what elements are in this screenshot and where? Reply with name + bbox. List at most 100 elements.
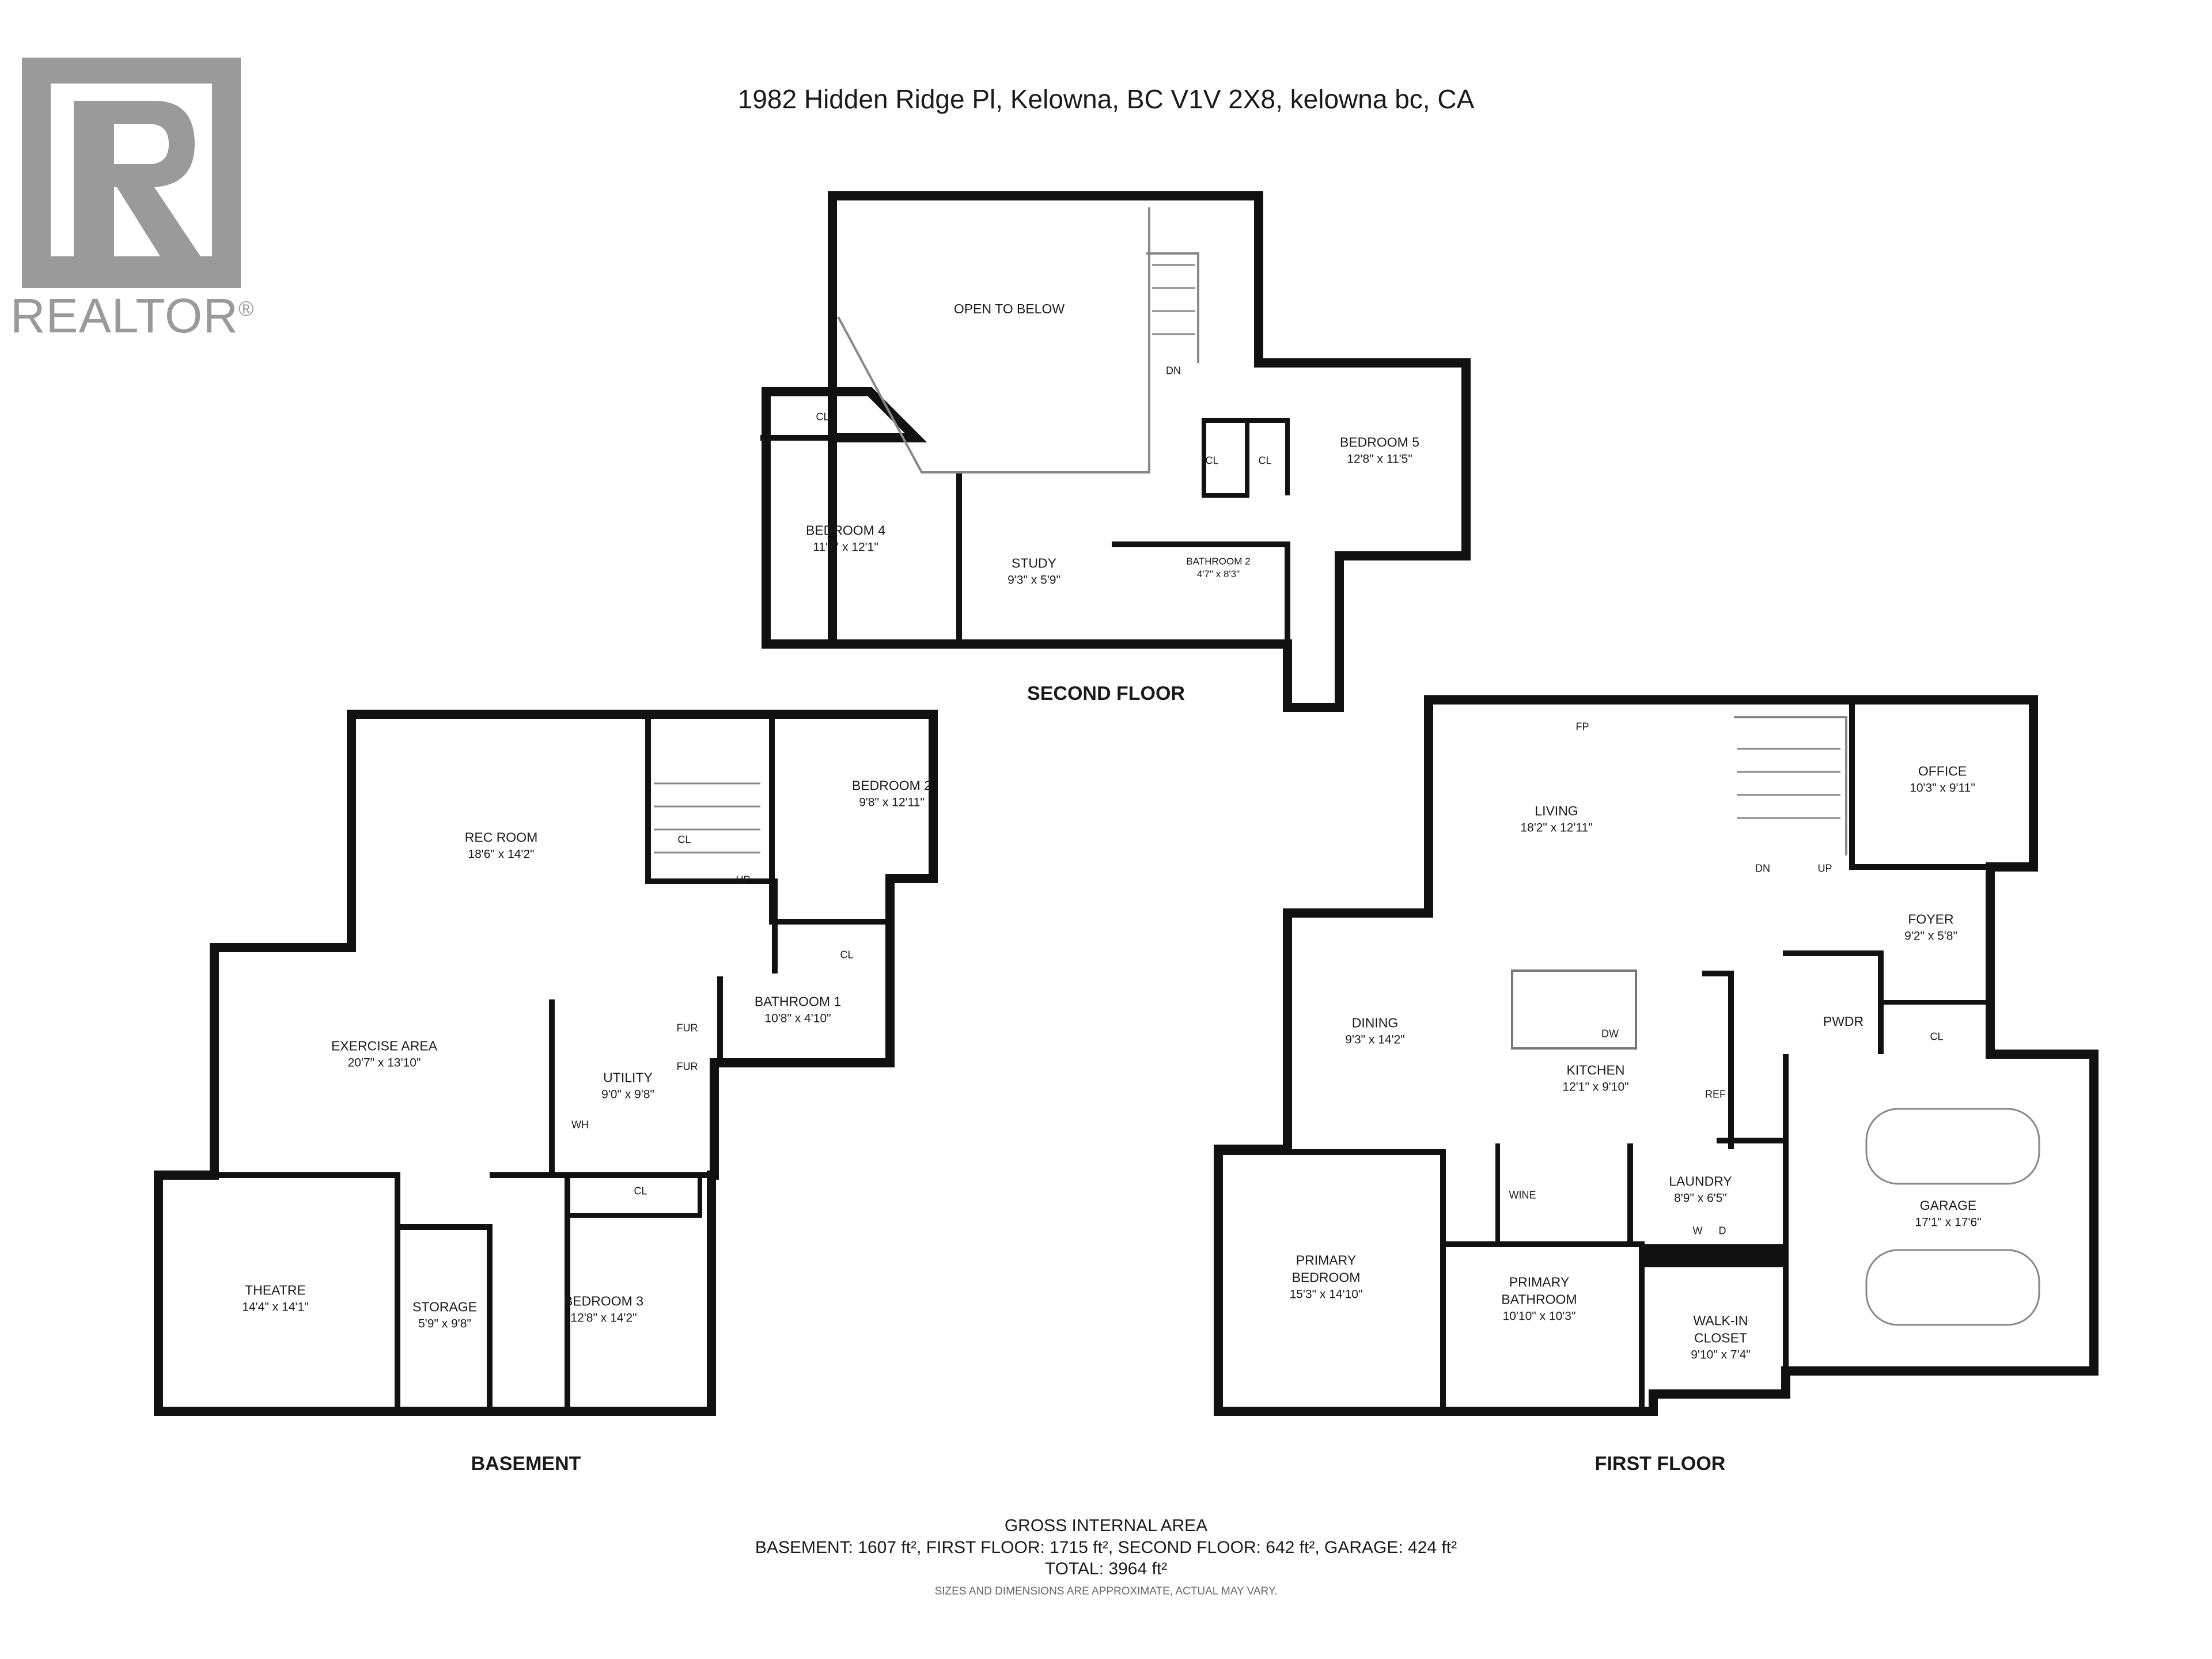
room-dimensions: 12'8" x 14'2" (570, 1311, 637, 1325)
room-storage: STORAGE 5'9" x 9'8" (412, 1298, 477, 1331)
second-floor-walls (760, 191, 1471, 712)
basement-walls (154, 710, 938, 1416)
room-name: LAUNDRY (1669, 1173, 1732, 1189)
room-bathroom-1: BATHROOM 1 10'8" x 4'10" (755, 993, 841, 1026)
room-open-to-below: OPEN TO BELOW (954, 301, 1065, 318)
room-living: LIVING 18'2" x 12'11" (1520, 802, 1592, 835)
room-dimensions: 9'3" x 5'9" (1007, 573, 1060, 587)
room-dimensions: 9'8" x 12'11" (859, 796, 925, 809)
room-dimensions: 18'2" x 12'11" (1520, 821, 1593, 835)
room-dimensions: 9'2" x 5'8" (1904, 929, 1957, 943)
closet-label: CL (634, 1185, 647, 1197)
room-dimensions: 9'10" x 7'4" (1691, 1348, 1751, 1362)
gross-internal-area-heading: GROSS INTERNAL AREA (1004, 1516, 1208, 1535)
room-bathroom-2: BATHROOM 2 4'7" x 8'3" (1186, 555, 1250, 581)
realtor-logo (10, 58, 264, 357)
room-name: UTILITY (603, 1070, 653, 1085)
closet-label: CL (1930, 1031, 1944, 1043)
room-name: BEDROOM 4 (805, 522, 886, 538)
room-dimensions: 15'3" x 14'10" (1289, 1287, 1363, 1301)
room-dimensions: 12'8" x 11'5" (1347, 452, 1412, 466)
stairs (654, 264, 1840, 854)
realtor-logo-word: REALTOR (10, 289, 238, 343)
room-dimensions: 12'1" x 9'10" (1562, 1080, 1629, 1094)
room-name: PRIMARY BEDROOM (1291, 1252, 1361, 1285)
room-primary-bathroom: PRIMARY BATHROOM 10'10" x 10'3" (1487, 1274, 1591, 1324)
water-heater-label: WH (571, 1119, 589, 1131)
first-floor-walls (1214, 695, 2099, 1416)
dryer-label: D (1718, 1225, 1726, 1237)
realtor-logo-text: REALTOR® (10, 288, 255, 344)
room-powder: PWDR (1823, 1013, 1863, 1031)
room-garage: GARAGE 17'1" x 17'6" (1915, 1197, 1981, 1230)
closet-label: CL (1205, 454, 1219, 467)
room-name: FOYER (1908, 911, 1954, 927)
room-name: OPEN TO BELOW (953, 301, 1065, 317)
room-name: GARAGE (1919, 1198, 1977, 1213)
realtor-logo-mark-icon (22, 58, 241, 288)
room-theatre: THEATRE 14'4" x 14'1" (242, 1282, 308, 1315)
room-primary-bedroom: PRIMARY BEDROOM 15'3" x 14'10" (1283, 1252, 1369, 1302)
room-name: EXERCISE AREA (331, 1038, 438, 1054)
room-foyer: FOYER 9'2" x 5'8" (1904, 911, 1957, 944)
floor-label-basement: BASEMENT (471, 1453, 581, 1475)
room-dimensions: 10'8" x 4'10" (764, 1012, 831, 1025)
cars (1865, 1108, 2040, 1326)
room-name: KITCHEN (1566, 1062, 1625, 1078)
dishwasher-label: DW (1601, 1028, 1619, 1040)
room-dimensions: 8'9" x 6'5" (1674, 1191, 1727, 1205)
room-dimensions: 9'0" x 9'8" (601, 1088, 654, 1101)
room-name: REC ROOM (464, 830, 538, 845)
registered-mark: ® (238, 297, 255, 320)
closet-label: CL (816, 411, 830, 423)
furnace-label: FUR (676, 1022, 698, 1034)
room-office: OFFICE 10'3" x 9'11" (1910, 763, 1975, 796)
room-kitchen: KITCHEN 12'1" x 9'10" (1562, 1062, 1628, 1094)
room-name: BEDROOM 5 (1339, 434, 1420, 450)
stairs-up-label: UP (736, 874, 751, 886)
room-walk-in-closet: WALK-IN CLOSET 9'10" x 7'4" (1683, 1312, 1758, 1362)
closet-label: CL (677, 834, 691, 846)
room-bedroom-4: BEDROOM 4 11'7" x 12'1" (806, 522, 885, 555)
room-dimensions: 11'7" x 12'1" (813, 540, 878, 554)
wine-label: WINE (1509, 1189, 1536, 1201)
room-name: STUDY (1012, 555, 1056, 571)
room-name: BATHROOM 2 (1186, 555, 1251, 567)
property-address: 1982 Hidden Ridge Pl, Kelowna, BC V1V 2X… (737, 84, 1475, 114)
disclaimer: SIZES AND DIMENSIONS ARE APPROXIMATE, AC… (934, 1585, 1278, 1597)
room-dimensions: 10'3" x 9'11" (1910, 781, 1975, 795)
room-name: STORAGE (412, 1299, 478, 1315)
total-area: TOTAL: 3964 ft² (1044, 1559, 1168, 1578)
furnace-label: FUR (676, 1060, 698, 1073)
room-dimensions: 4'7" x 8'3" (1196, 569, 1240, 579)
room-bedroom-3: BEDROOM 3 12'8" x 14'2" (564, 1293, 643, 1325)
room-name: THEATRE (245, 1282, 306, 1298)
stairs-up-label: UP (1817, 862, 1832, 874)
room-dimensions: 9'3" x 14'2" (1345, 1033, 1405, 1047)
room-name: WALK-IN CLOSET (1693, 1313, 1748, 1346)
room-name: BEDROOM 2 (851, 778, 932, 793)
room-name: PWDR (1823, 1014, 1864, 1029)
room-dimensions: 14'4" x 14'1" (242, 1300, 309, 1314)
floor-areas: BASEMENT: 1607 ft², FIRST FLOOR: 1715 ft… (755, 1538, 1457, 1557)
room-dimensions: 5'9" x 9'8" (418, 1317, 471, 1331)
room-study: STUDY 9'3" x 5'9" (1007, 555, 1060, 588)
room-dimensions: 18'6" x 14'2" (468, 847, 535, 861)
floor-label-first: FIRST FLOOR (1594, 1453, 1726, 1475)
room-utility: UTILITY 9'0" x 9'8" (601, 1069, 654, 1102)
room-bedroom-5: BEDROOM 5 12'8" x 11'5" (1340, 434, 1419, 467)
closet-label: CL (840, 949, 854, 961)
stairs-down-label: DN (1166, 365, 1181, 377)
room-dining: DINING 9'3" x 14'2" (1345, 1014, 1405, 1047)
room-name: DINING (1351, 1015, 1399, 1031)
room-name: BEDROOM 3 (563, 1293, 644, 1309)
room-exercise-area: EXERCISE AREA 20'7" x 13'10" (331, 1037, 437, 1070)
room-name: BATHROOM 1 (754, 994, 842, 1009)
room-name: PRIMARY BATHROOM (1501, 1274, 1577, 1307)
room-name: OFFICE (1918, 763, 1967, 779)
washer-label: W (1692, 1225, 1703, 1237)
room-dimensions: 10'10" x 10'3" (1502, 1309, 1576, 1323)
fireplace-label: FP (1575, 721, 1589, 733)
refrigerator-label: REF (1705, 1088, 1726, 1100)
